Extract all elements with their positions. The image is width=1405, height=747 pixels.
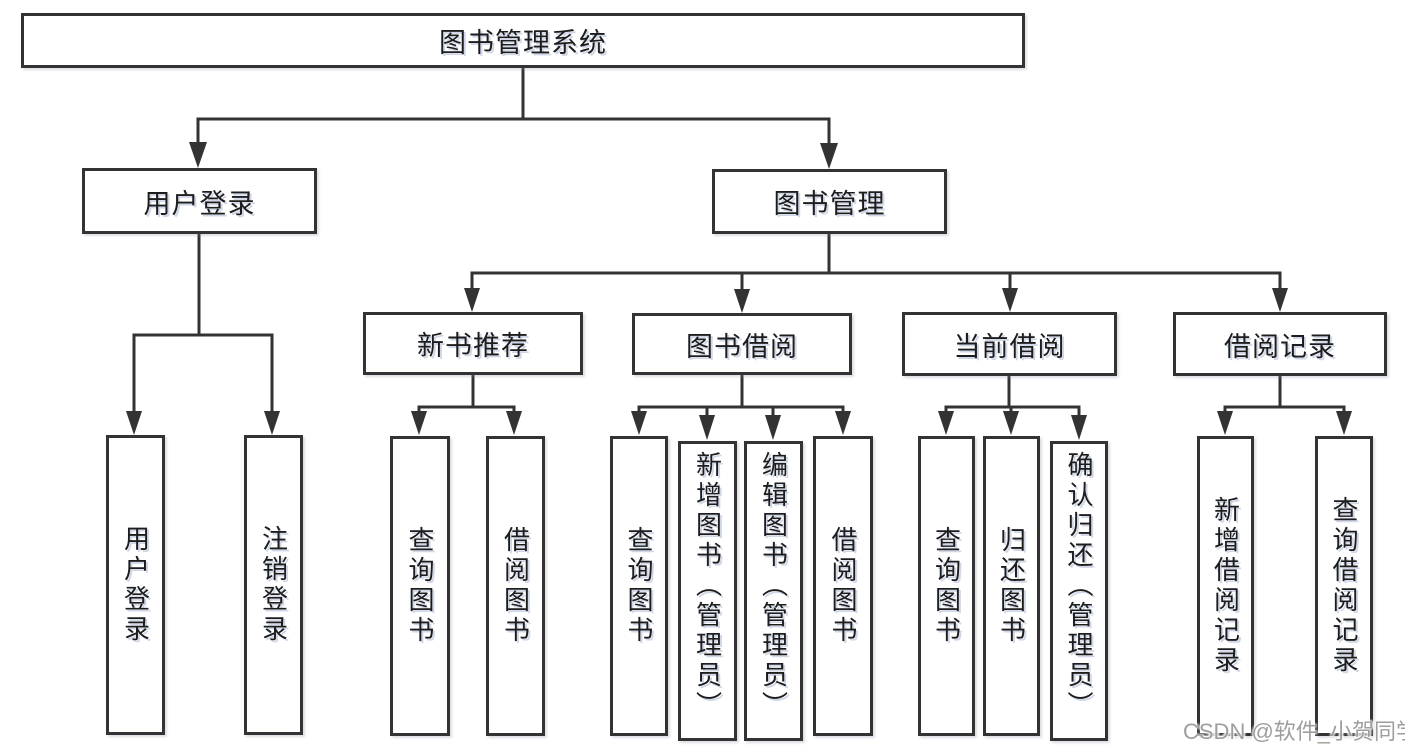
node-current-borrow: 当前借阅: [902, 312, 1117, 376]
connector-new-book-to-leaves: [411, 375, 522, 435]
leaf-add-borrow-record-label: 新增借阅记录: [1210, 496, 1241, 676]
connector-borrow-records-to-leaves: [1217, 376, 1352, 435]
leaf-query-books-1: 查询图书: [390, 436, 450, 736]
leaf-borrow-books-2-label: 借阅图书: [828, 526, 858, 646]
node-user-login-label: 用户登录: [143, 188, 256, 219]
connector-root-to-level2: [189, 68, 838, 169]
leaf-add-borrow-record: 新增借阅记录: [1197, 436, 1254, 736]
node-borrow-records: 借阅记录: [1173, 312, 1387, 376]
leaf-query-books-3-label: 查询图书: [931, 526, 962, 646]
node-current-borrow-label: 当前借阅: [953, 331, 1066, 362]
leaf-logout: 注销登录: [244, 435, 303, 735]
leaf-return-books-label: 归还图书: [996, 526, 1027, 646]
leaf-borrow-books-1-label: 借阅图书: [500, 526, 531, 646]
node-new-book-recommend-label: 新书推荐: [417, 331, 529, 361]
connector-current-borrow-to-leaves: [938, 376, 1087, 440]
leaf-confirm-return-admin: 确认归还（管理员）: [1050, 441, 1108, 741]
leaf-query-books-2: 查询图书: [610, 436, 668, 736]
node-root: 图书管理系统: [21, 13, 1025, 68]
leaf-logout-label: 注销登录: [258, 525, 289, 645]
node-root-label: 图书管理系统: [439, 28, 607, 58]
leaf-query-borrow-record-label: 查询借阅记录: [1329, 496, 1359, 676]
node-new-book-recommend: 新书推荐: [363, 312, 583, 375]
leaf-query-books-1-label: 查询图书: [405, 526, 435, 646]
leaf-return-books: 归还图书: [983, 436, 1040, 736]
connector-user-login-to-leaves: [126, 234, 280, 435]
node-book-borrow-label: 图书借阅: [686, 331, 798, 362]
node-book-management: 图书管理: [712, 169, 947, 234]
leaf-user-login: 用户登录: [106, 435, 165, 735]
leaf-query-borrow-record: 查询借阅记录: [1315, 436, 1373, 736]
leaf-query-books-2-label: 查询图书: [624, 526, 654, 646]
watermark: CSDN @软件_小贺同学: [1183, 719, 1405, 744]
node-borrow-records-label: 借阅记录: [1224, 331, 1336, 362]
node-book-management-label: 图书管理: [773, 189, 886, 219]
leaf-add-books-admin-label: 新增图书（管理员）: [692, 451, 723, 721]
connector-book-borrow-to-leaves: [631, 375, 851, 440]
leaf-borrow-books-1: 借阅图书: [486, 436, 545, 736]
leaf-borrow-books-2: 借阅图书: [813, 436, 873, 736]
leaf-query-books-3: 查询图书: [918, 436, 975, 736]
connector-book-management-to-level3: [464, 234, 1288, 313]
leaf-edit-books-admin-label: 编辑图书（管理员）: [758, 451, 789, 721]
node-book-borrow: 图书借阅: [632, 313, 852, 375]
leaf-add-books-admin: 新增图书（管理员）: [678, 441, 737, 741]
leaf-edit-books-admin: 编辑图书（管理员）: [744, 441, 803, 741]
leaf-user-login-label: 用户登录: [120, 525, 151, 645]
leaf-confirm-return-admin-label: 确认归还（管理员）: [1064, 451, 1094, 721]
node-user-login: 用户登录: [82, 168, 317, 234]
